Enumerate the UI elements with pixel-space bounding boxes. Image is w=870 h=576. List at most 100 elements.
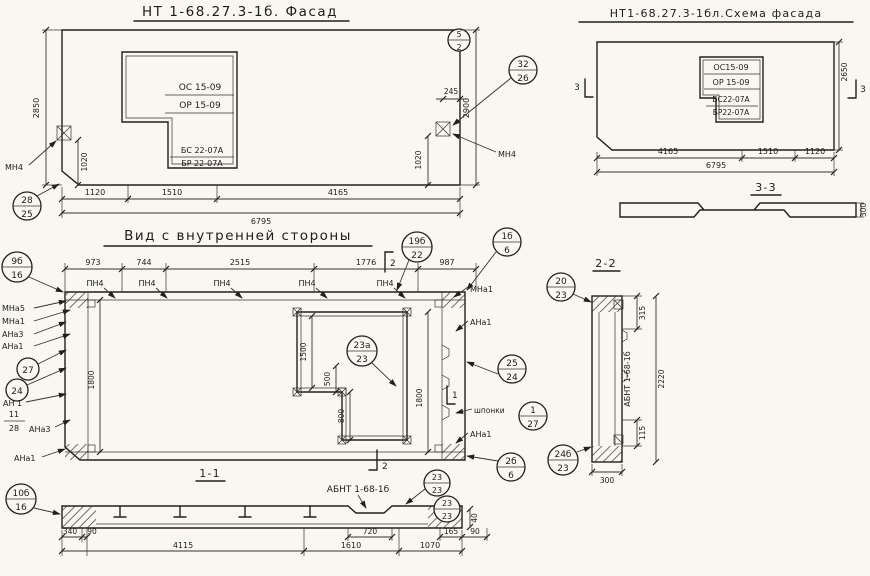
- svg-text:28: 28: [21, 196, 33, 206]
- abnt-label-vertical: АБНТ 1-68-1б: [623, 351, 632, 407]
- facade-anchor-label-left: МН4: [5, 163, 23, 172]
- svg-text:5: 5: [456, 30, 461, 39]
- svg-text:6: 6: [508, 471, 514, 481]
- inner-window-opening: [296, 311, 408, 441]
- schema-window-opening: [699, 56, 764, 123]
- section-3-3-label: 3-3: [755, 181, 777, 194]
- dim-720: 720: [363, 527, 378, 536]
- svg-text:2: 2: [456, 43, 461, 52]
- schema-window-code-or: ОР 15-09: [713, 78, 750, 87]
- svg-text:10б: 10б: [12, 489, 29, 499]
- facade-anchor-plate-left: [56, 125, 72, 141]
- schema-window-code-os: ОС15-09: [713, 63, 748, 72]
- svg-text:25: 25: [506, 359, 517, 369]
- svg-text:1: 1: [530, 406, 536, 416]
- pn4-label: ПН4: [376, 279, 393, 288]
- section-2-2-title: 2-2: [595, 257, 617, 270]
- inner-dim-t4: 1776: [356, 258, 376, 267]
- schema-panel-outline: [596, 41, 835, 151]
- callout-24: 24: [5, 367, 67, 402]
- schema-view: НТ1-68.27.3-1бл.Схема фасада ОС15-09 ОР …: [574, 7, 868, 218]
- svg-text:23: 23: [557, 464, 568, 474]
- schema-dim-height: 2650: [840, 62, 849, 81]
- ana3-label-b: АНа3: [29, 425, 50, 434]
- facade-dim-height-left: 2850: [32, 98, 41, 118]
- pn4-label: ПН4: [138, 279, 155, 288]
- callout-facade-top: 5 2: [447, 28, 471, 52]
- callout-24b-23: 24б 23: [547, 444, 592, 476]
- facade-dim-b2: 1510: [162, 188, 182, 197]
- ana1-right1-label: АНа1: [470, 318, 491, 327]
- callout-23-23-a: 23 23: [405, 469, 451, 505]
- inner-dim-1800-left: 1800: [87, 370, 96, 389]
- svg-text:16: 16: [15, 503, 27, 513]
- inner-dim-t2: 744: [136, 258, 151, 267]
- pn4-label: ПН4: [86, 279, 103, 288]
- facade-dim-b1: 1120: [85, 188, 105, 197]
- facade-view: НТ 1-68.27.3-1б. Фасад ОС 15-09 ОР 15-09…: [5, 4, 538, 226]
- inner-dim-800: 800: [337, 409, 346, 424]
- section-2-2-profile: [591, 295, 623, 463]
- facade-anchor-plate-right: [435, 121, 451, 137]
- callout-9b-16: 9б 16: [1, 251, 64, 293]
- callout-19b-22: 19б 22: [396, 231, 433, 291]
- dim-2220: 2220: [657, 369, 666, 388]
- callout-facade-corner: 28 25: [12, 183, 60, 221]
- dim-4115: 4115: [173, 541, 193, 550]
- inner-corner-anchors: [87, 299, 443, 453]
- dim-340: 340: [63, 527, 78, 536]
- mna1-right-label: МНа1: [470, 285, 493, 294]
- inner-panel-outline: [64, 291, 466, 461]
- dim-90-right: 90: [470, 527, 480, 536]
- facade-window-code-br: БР 22-07А: [181, 159, 223, 168]
- facade-dim-height-right: 2900: [462, 98, 471, 118]
- callout-1b-6: 1б 6: [466, 227, 522, 291]
- dim-315: 315: [638, 306, 647, 321]
- facade-window-code-or: ОР 15-09: [179, 101, 221, 111]
- schema-section-marker-right: 3: [860, 85, 866, 95]
- section-1-1-label: 1-1: [199, 467, 221, 480]
- abnt-label: АБНТ 1-68-1б: [327, 485, 390, 495]
- svg-text:22: 22: [411, 251, 422, 261]
- inner-right-labels: АНа1 25 24 шпонки 1 27 АНа1: [455, 318, 548, 482]
- inner-dim-500: 500: [323, 372, 332, 387]
- facade-window-code-bs: БС 22-07А: [181, 146, 224, 155]
- svg-text:1б: 1б: [501, 232, 513, 242]
- inner-view: Вид с внутренней стороны 23: [1, 227, 548, 482]
- schema-window-code-br: БР22-07А: [713, 108, 750, 117]
- inner-dim-t5: 987: [439, 258, 454, 267]
- svg-text:2б: 2б: [505, 457, 517, 467]
- svg-text:27: 27: [527, 420, 538, 430]
- ana1-label: АНа1: [2, 342, 23, 351]
- dim-300: 300: [600, 476, 615, 485]
- callout-20-23: 20 23: [546, 272, 592, 303]
- svg-text:6: 6: [504, 246, 510, 256]
- svg-text:26: 26: [517, 74, 529, 84]
- dim-1610: 1610: [341, 541, 361, 550]
- ana1-label-b: АНа1: [14, 454, 35, 463]
- ana1-right2-label: АНа1: [470, 430, 491, 439]
- svg-text:11: 11: [9, 410, 19, 419]
- facade-dim-b3: 4165: [328, 188, 348, 197]
- section-2-2-anchors: [613, 299, 628, 445]
- callout-facade-anchor: 32 26: [452, 55, 538, 126]
- svg-text:23: 23: [442, 499, 452, 508]
- mna1-left-label: МНа1: [2, 317, 25, 326]
- dim-165: 165: [444, 527, 459, 536]
- facade-anchor-label-right: МН4: [498, 150, 516, 159]
- inner-dim-t1: 973: [85, 258, 100, 267]
- svg-text:20: 20: [555, 277, 567, 287]
- callout-10b-16: 10б 16: [5, 483, 61, 516]
- pn4-labels: ПН4 ПН4 ПН4 ПН4 ПН4: [86, 279, 406, 299]
- schema-title: НТ1-68.27.3-1бл.Схема фасада: [610, 7, 823, 20]
- svg-text:24б: 24б: [554, 450, 571, 460]
- svg-text:32: 32: [517, 60, 528, 70]
- svg-text:23а: 23а: [354, 341, 371, 351]
- shear-keys: [441, 344, 450, 421]
- schema-dim-b1: 4165: [658, 147, 678, 156]
- callout-inner-window: 23а 23: [346, 335, 397, 387]
- facade-dim-total: 6795: [251, 217, 271, 226]
- schema-section-marker-left: 3: [574, 83, 580, 93]
